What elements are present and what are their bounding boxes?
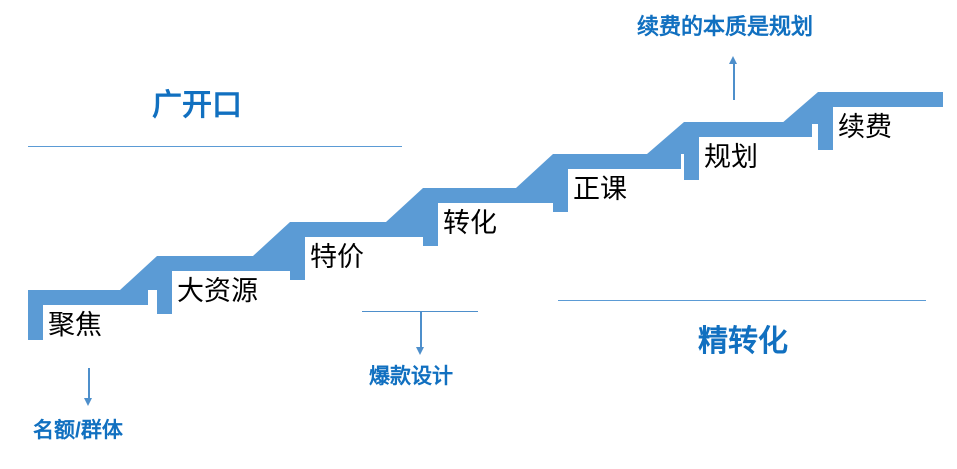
step-6-tread bbox=[684, 122, 812, 137]
step-5-riser-bar bbox=[553, 154, 568, 212]
section-heading-right: 精转化 bbox=[698, 325, 788, 358]
section-heading-left: 广开口 bbox=[152, 89, 242, 122]
step-6-label: 规划 bbox=[704, 142, 758, 172]
step-7-tread bbox=[818, 92, 943, 107]
callout-3-arrowhead-up-icon bbox=[728, 56, 737, 64]
step-7-label: 续费 bbox=[838, 112, 892, 142]
step-5-diagonal-riser bbox=[516, 154, 553, 188]
callout-1-connector bbox=[88, 368, 90, 400]
step-3-diagonal-riser bbox=[253, 222, 290, 256]
callout-2-arrowhead-down-icon bbox=[415, 347, 424, 355]
step-7-diagonal-riser bbox=[781, 92, 818, 124]
step-6-diagonal-riser bbox=[647, 122, 684, 154]
step-1-riser-bar bbox=[28, 290, 43, 340]
step-4-riser-bar bbox=[423, 188, 438, 246]
step-7-riser-bar bbox=[818, 92, 833, 150]
section-rule-left bbox=[28, 146, 402, 147]
callout-2-connector bbox=[420, 311, 422, 349]
section-rule-right bbox=[558, 300, 926, 301]
step-1-label: 聚焦 bbox=[48, 310, 102, 340]
step-3-riser-bar bbox=[290, 222, 305, 280]
step-5-tread bbox=[553, 154, 681, 169]
callout-2-label: 爆款设计 bbox=[369, 365, 453, 388]
step-4-diagonal-riser bbox=[386, 188, 423, 222]
step-5-label: 正课 bbox=[573, 174, 627, 204]
step-6-riser-bar bbox=[684, 122, 699, 180]
callout-1-label: 名额/群体 bbox=[33, 419, 123, 442]
step-3-tread bbox=[290, 222, 423, 237]
step-4-tread bbox=[423, 188, 553, 203]
step-2-tread bbox=[157, 256, 290, 271]
step-2-riser-bar bbox=[157, 256, 172, 314]
callout-1-arrowhead-down-icon bbox=[83, 398, 92, 406]
step-3-label: 特价 bbox=[310, 242, 364, 272]
callout-3-label: 续费的本质是规划 bbox=[637, 14, 814, 39]
step-1-tread bbox=[28, 290, 148, 305]
step-4-label: 转化 bbox=[443, 208, 497, 238]
callout-3-connector bbox=[733, 62, 735, 100]
step-2-diagonal-riser bbox=[120, 256, 157, 290]
step-2-label: 大资源 bbox=[177, 276, 258, 306]
